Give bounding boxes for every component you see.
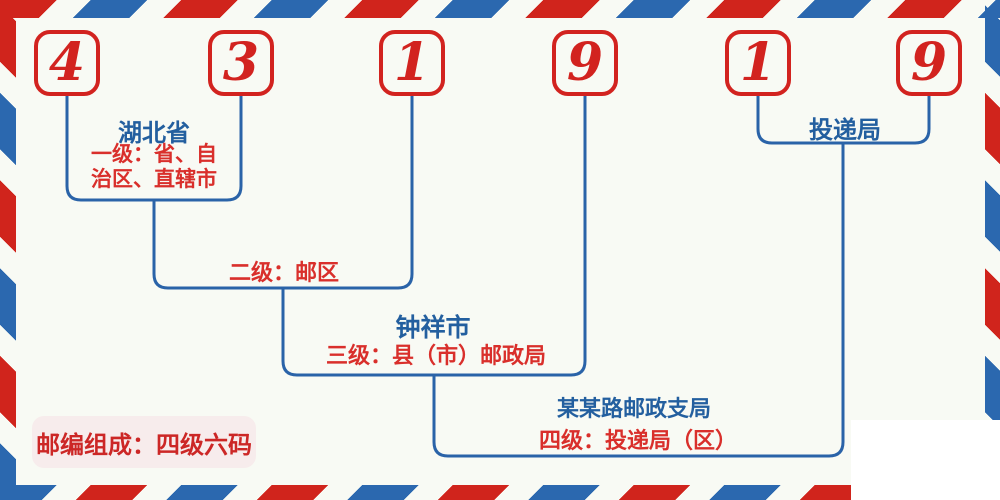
digit-5: 1 bbox=[739, 32, 777, 93]
label-delivery-office: 投递局 bbox=[809, 117, 881, 144]
label-level1-place: 湖北省 bbox=[118, 120, 190, 147]
airmail-border-bottom bbox=[0, 485, 1000, 500]
label-level4-desc: 四级：投递局（区） bbox=[538, 428, 738, 453]
label-level1-desc: 一级：省、自 治区、直辖市 bbox=[91, 143, 217, 191]
airmail-border-top bbox=[0, 0, 1000, 18]
airmail-border-right bbox=[985, 0, 1000, 500]
digit-4: 9 bbox=[566, 32, 604, 93]
digit-box-4: 9 bbox=[552, 30, 618, 96]
digit-box-3: 1 bbox=[379, 30, 445, 96]
digit-3: 1 bbox=[393, 32, 431, 93]
label-level4-place: 某某路邮政支局 bbox=[556, 396, 712, 421]
digit-box-1: 4 bbox=[34, 30, 100, 96]
digit-1: 4 bbox=[48, 32, 86, 93]
label-level3-place: 钟祥市 bbox=[395, 314, 471, 342]
label-level3-desc: 三级：县（市）邮政局 bbox=[325, 343, 547, 368]
composition-badge-text: 邮编组成：四级六码 bbox=[36, 431, 252, 459]
digit-2: 3 bbox=[222, 32, 260, 93]
digit-box-2: 3 bbox=[208, 30, 274, 96]
airmail-border-left bbox=[0, 0, 16, 500]
bracket-level4 bbox=[432, 143, 845, 458]
digit-6: 9 bbox=[910, 32, 948, 93]
composition-badge: 邮编组成：四级六码 bbox=[32, 416, 256, 468]
digit-box-6: 9 bbox=[896, 30, 962, 96]
white-patch bbox=[851, 420, 1000, 500]
label-level2-desc: 二级：邮区 bbox=[228, 260, 340, 285]
digit-box-5: 1 bbox=[725, 30, 791, 96]
